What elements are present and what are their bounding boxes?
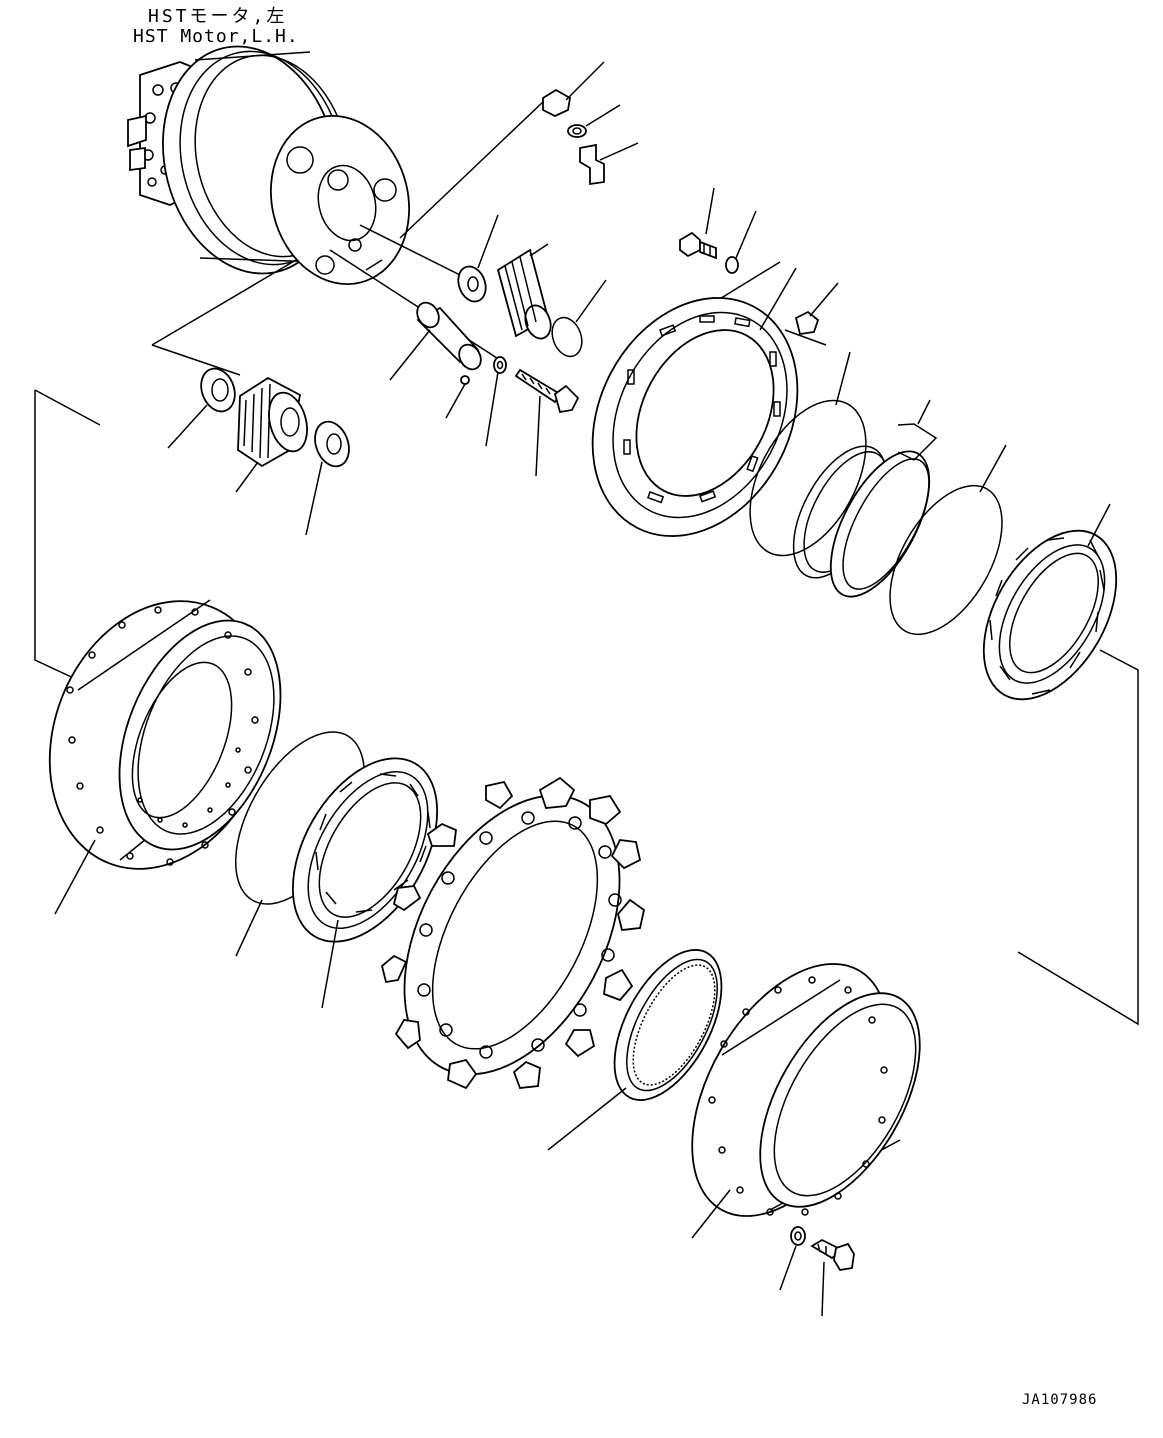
- washer-bottom: [779, 1226, 806, 1291]
- diagram-title-jp: HSTモータ,左: [148, 6, 288, 27]
- o-ring-outer: [889, 444, 1007, 636]
- sprocket: [380, 776, 646, 1090]
- bearing-inner: [167, 367, 236, 449]
- diagram-title-en: HST Motor,L.H.: [133, 26, 299, 47]
- plug: [542, 61, 605, 117]
- spline-coupling: [496, 243, 552, 340]
- elbow-fitting: [579, 142, 639, 186]
- hst-motor-assembly: [127, 45, 411, 285]
- roller-bearing: [235, 376, 308, 493]
- steel-ball: [445, 375, 470, 419]
- shaft-collar: [389, 301, 482, 381]
- floating-seal-retainer: [591, 267, 799, 537]
- plug-cap: [794, 282, 839, 336]
- lock-washer: [725, 210, 757, 274]
- ring-gear: [547, 949, 723, 1151]
- snap-ring: [551, 279, 607, 358]
- bearing-outer: [305, 420, 350, 536]
- drawing-code: JA107986: [1022, 1392, 1098, 1408]
- thrust-washer: [457, 214, 499, 303]
- floating-seal-set: [792, 399, 938, 598]
- o-ring-small: [567, 104, 621, 138]
- cover-housing: [691, 963, 921, 1239]
- capscrew-long: [514, 368, 580, 477]
- taper-roller-bearing: [982, 503, 1118, 701]
- washer: [485, 356, 507, 447]
- o-ring-large: [749, 351, 867, 557]
- bolt: [679, 187, 717, 260]
- hub-flange: [48, 599, 282, 915]
- bolt-bottom: [810, 1238, 855, 1317]
